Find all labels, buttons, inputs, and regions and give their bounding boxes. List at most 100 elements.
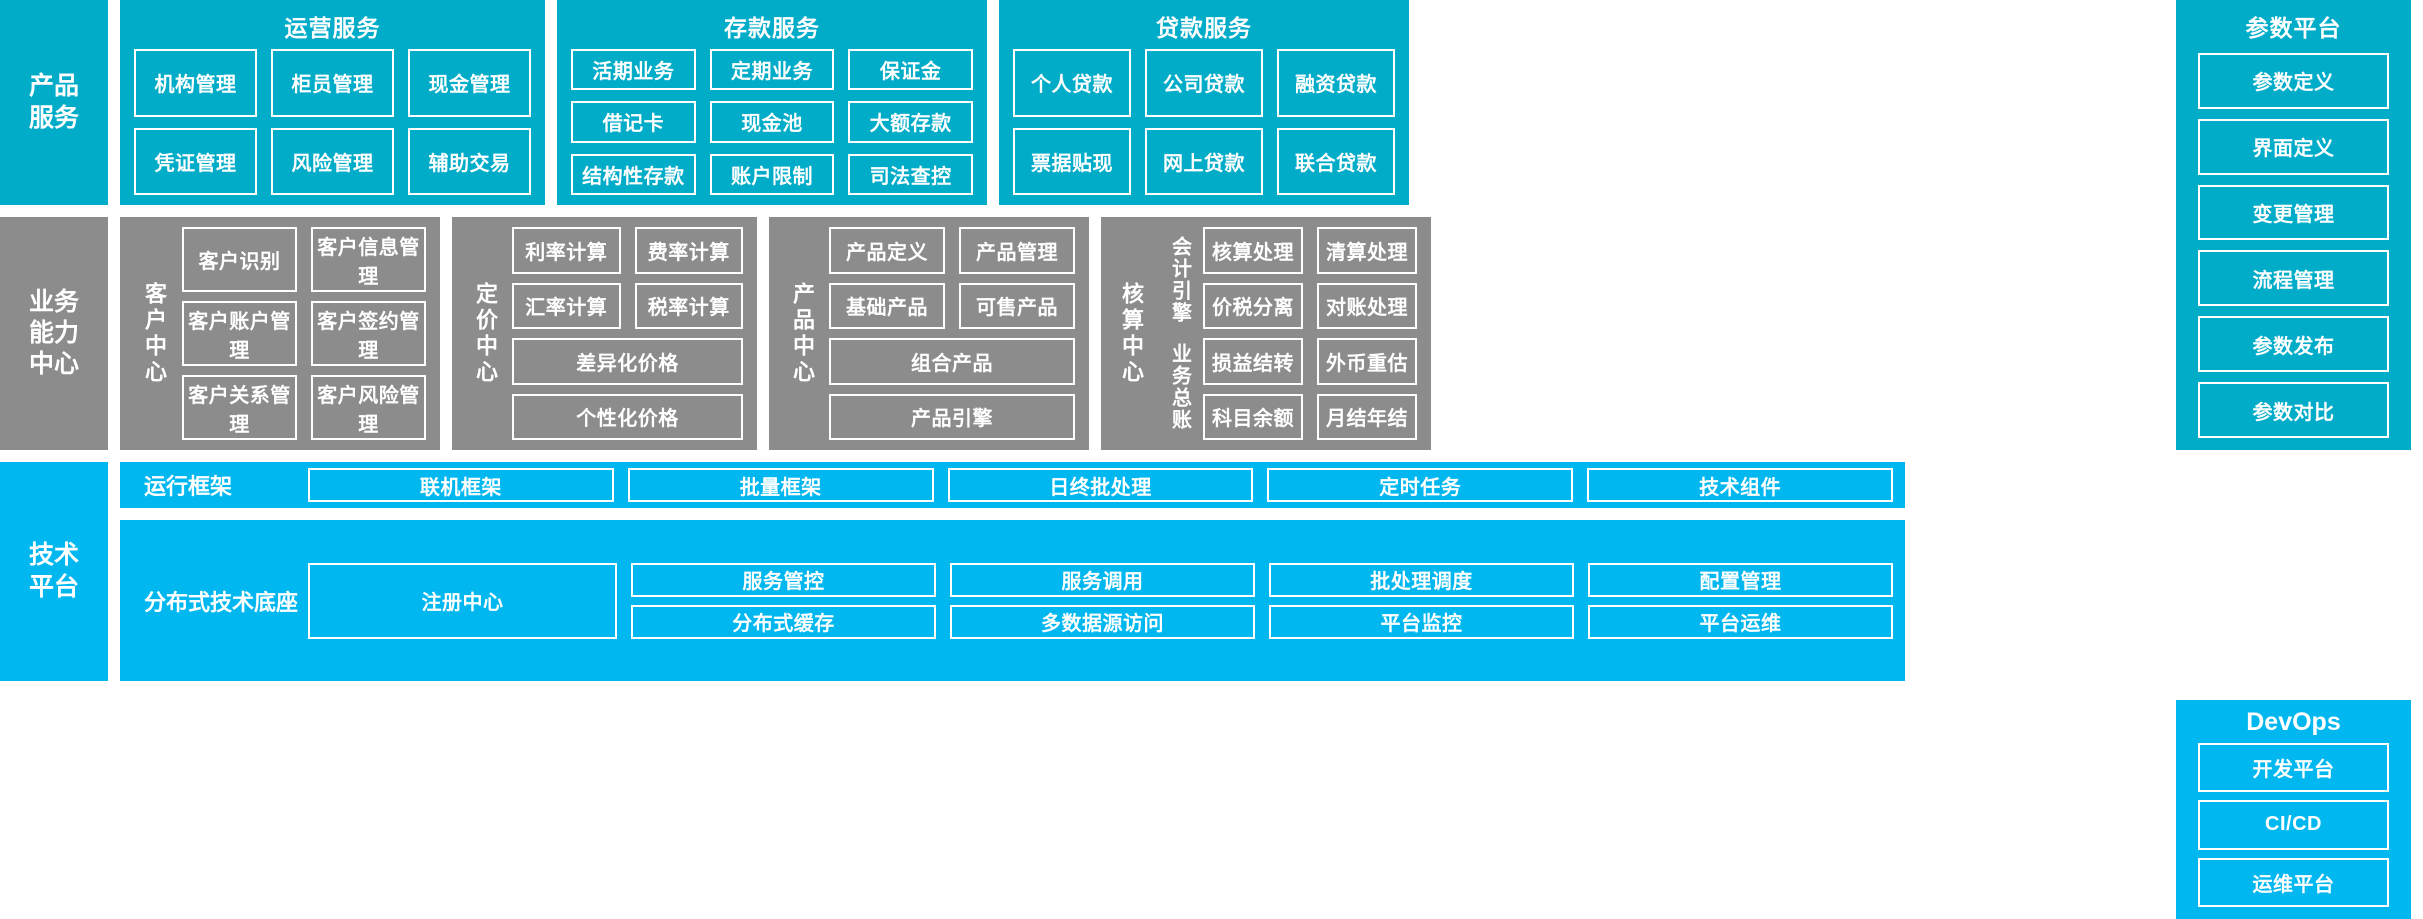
- tile-exchange-rate-calculation[interactable]: 汇率计算: [512, 282, 621, 329]
- group-accounting-center: 核算中心 会计引擎 业务总账 核算处理 清算处理 价税分离: [1101, 217, 1431, 450]
- tile-end-of-day-batch[interactable]: 日终批处理: [947, 468, 1254, 502]
- main-column: 产品服务 运营服务 机构管理 柜员管理 现金管理 凭证管理 风险管理 辅助交易: [0, 0, 2164, 681]
- tile-interest-rate-calculation[interactable]: 利率计算: [512, 227, 621, 274]
- group-label-pricing-center: 定价中心: [473, 281, 498, 386]
- tile-foreign-currency-revaluation[interactable]: 外币重估: [1317, 338, 1417, 385]
- tile-margin-deposit[interactable]: 保证金: [848, 49, 974, 91]
- tile-grid: 开发平台 CI/CD 运维平台: [2198, 743, 2389, 907]
- tile-customer-contract-management[interactable]: 客户签约管理: [311, 301, 426, 366]
- tile-personalized-pricing[interactable]: 个性化价格: [512, 393, 743, 440]
- column-parameter-platform: 参数平台 参数定义 界面定义 变更管理 流程管理 参数发布 参数对比: [2176, 0, 2411, 450]
- tile-reconciliation-processing[interactable]: 对账处理: [1317, 282, 1417, 329]
- tile-corporate-loan[interactable]: 公司贷款: [1145, 49, 1263, 117]
- tile-online-loan[interactable]: 网上贷款: [1145, 127, 1263, 195]
- tile-judicial-inquiry-control[interactable]: 司法查控: [848, 153, 974, 195]
- tile-parameter-release[interactable]: 参数发布: [2198, 316, 2389, 373]
- tile-column: 批处理调度 平台监控: [1269, 562, 1574, 639]
- tile-online-framework[interactable]: 联机框架: [308, 468, 614, 502]
- tile-parameter-definition[interactable]: 参数定义: [2198, 53, 2389, 109]
- tile-teller-management[interactable]: 柜员管理: [271, 49, 394, 117]
- tile-process-management[interactable]: 流程管理: [2198, 250, 2389, 307]
- group-operations-services: 运营服务 机构管理 柜员管理 现金管理 凭证管理 风险管理 辅助交易: [120, 0, 545, 205]
- column-devops: DevOps 开发平台 CI/CD 运维平台: [2176, 700, 2411, 919]
- tile-row: 客户关系管理 客户风险管理: [182, 375, 426, 440]
- tile-cash-management[interactable]: 现金管理: [408, 49, 531, 117]
- tile-financing-loan[interactable]: 融资贷款: [1277, 49, 1395, 117]
- tile-time-deposit[interactable]: 定期业务: [709, 49, 835, 91]
- tile-tax-rate-calculation[interactable]: 税率计算: [634, 282, 743, 329]
- tile-product-management[interactable]: 产品管理: [959, 227, 1075, 274]
- tile-row: 产品引擎: [829, 393, 1075, 440]
- tile-account-restriction[interactable]: 账户限制: [709, 153, 835, 195]
- tile-platform-monitoring[interactable]: 平台监控: [1269, 604, 1574, 639]
- tile-development-platform[interactable]: 开发平台: [2198, 743, 2389, 793]
- spacer: [545, 0, 557, 205]
- tile-differentiated-pricing[interactable]: 差异化价格: [512, 338, 743, 385]
- tile-demand-deposit[interactable]: 活期业务: [571, 49, 696, 91]
- group-loan-services: 贷款服务 个人贷款 公司贷款 融资贷款 票据贴现 网上贷款 联合贷款: [999, 0, 1409, 205]
- tile-row: 利率计算 费率计算: [512, 227, 743, 274]
- tile-institution-management[interactable]: 机构管理: [134, 49, 257, 117]
- group-inner: 产品中心 产品定义 产品管理 基础产品 可售产品 组合产品: [769, 227, 1089, 440]
- tile-voucher-management[interactable]: 凭证管理: [134, 127, 257, 195]
- tile-row: 价税分离 对账处理: [1203, 282, 1417, 329]
- tile-operations-platform[interactable]: 运维平台: [2198, 857, 2389, 907]
- tile-technical-components[interactable]: 技术组件: [1587, 468, 1893, 502]
- spacer: [1431, 217, 1443, 450]
- tile-risk-management[interactable]: 风险管理: [271, 127, 394, 195]
- group-label-customer-center: 客户中心: [142, 281, 167, 386]
- tile-cash-pool[interactable]: 现金池: [709, 101, 835, 143]
- tile-interface-definition[interactable]: 界面定义: [2198, 118, 2389, 175]
- tile-accounting-processing[interactable]: 核算处理: [1203, 227, 1303, 274]
- accounting-sub-labels: 会计引擎 业务总账: [1157, 227, 1203, 440]
- tile-bill-discount[interactable]: 票据贴现: [1013, 127, 1131, 195]
- tile-customer-risk-management[interactable]: 客户风险管理: [311, 375, 426, 440]
- tile-sellable-product[interactable]: 可售产品: [959, 282, 1075, 329]
- tile-syndicated-loan[interactable]: 联合贷款: [1277, 127, 1395, 195]
- tile-grid: 活期业务 定期业务 保证金 借记卡 现金池 大额存款 结构性存款 账户限制 司法…: [557, 49, 987, 205]
- tile-scheduled-task[interactable]: 定时任务: [1267, 468, 1574, 502]
- tile-batch-scheduling[interactable]: 批处理调度: [1269, 562, 1574, 597]
- tile-row: 核算处理 清算处理: [1203, 227, 1417, 274]
- tile-fee-rate-calculation[interactable]: 费率计算: [634, 227, 743, 274]
- tile-platform-operations[interactable]: 平台运维: [1588, 604, 1893, 639]
- group-label-product-center: 产品中心: [790, 281, 815, 386]
- tile-change-management[interactable]: 变更管理: [2198, 184, 2389, 241]
- group-label-accounting-engine: 会计引擎: [1168, 236, 1191, 325]
- tile-row: 联机框架 批量框架 日终批处理 定时任务 技术组件: [308, 468, 1893, 502]
- tile-customer-relationship-management[interactable]: 客户关系管理: [182, 375, 297, 440]
- band-label-technology-platform: 技术平台: [0, 462, 108, 681]
- tile-product-engine[interactable]: 产品引擎: [829, 393, 1075, 440]
- tile-debit-card[interactable]: 借记卡: [571, 101, 696, 143]
- tile-service-invocation[interactable]: 服务调用: [950, 562, 1255, 597]
- tile-basic-product[interactable]: 基础产品: [829, 282, 945, 329]
- tile-parameter-comparison[interactable]: 参数对比: [2198, 382, 2389, 438]
- tile-customer-info-management[interactable]: 客户信息管理: [311, 227, 426, 292]
- tile-product-definition[interactable]: 产品定义: [829, 227, 945, 274]
- tile-registry-center[interactable]: 注册中心: [308, 562, 617, 639]
- tile-structured-deposit[interactable]: 结构性存款: [571, 153, 696, 195]
- tile-price-tax-separation[interactable]: 价税分离: [1203, 282, 1303, 329]
- tile-customer-account-management[interactable]: 客户账户管理: [182, 301, 297, 366]
- tile-configuration-management[interactable]: 配置管理: [1588, 562, 1893, 597]
- tile-auxiliary-transaction[interactable]: 辅助交易: [408, 127, 531, 195]
- tile-bundled-product[interactable]: 组合产品: [829, 338, 1075, 385]
- tile-customer-identification[interactable]: 客户识别: [182, 227, 297, 292]
- tile-month-year-end-close[interactable]: 月结年结: [1317, 393, 1417, 440]
- tile-personal-loan[interactable]: 个人贷款: [1013, 49, 1131, 117]
- tile-large-deposit[interactable]: 大额存款: [848, 101, 974, 143]
- tile-ci-cd[interactable]: CI/CD: [2198, 800, 2389, 850]
- tile-profit-loss-carryover[interactable]: 损益结转: [1203, 338, 1303, 385]
- tile-account-balance[interactable]: 科目余额: [1203, 393, 1303, 440]
- band-business-capability-center: 业务能力中心 客户中心 客户识别 客户信息管理 客户账户管理 客户签约管理: [0, 217, 2164, 450]
- tile-settlement-processing[interactable]: 清算处理: [1317, 227, 1417, 274]
- band-label-product-services: 产品服务: [0, 0, 108, 205]
- spacer: [108, 0, 120, 205]
- tile-row: 凭证管理 风险管理 辅助交易: [134, 127, 531, 195]
- tile-batch-framework[interactable]: 批量框架: [627, 468, 934, 502]
- tile-service-governance[interactable]: 服务管控: [631, 562, 936, 597]
- spacer: [1409, 0, 1421, 205]
- group-title-operations-services: 运营服务: [284, 15, 381, 41]
- tile-distributed-cache[interactable]: 分布式缓存: [631, 604, 936, 639]
- tile-multi-datasource-access[interactable]: 多数据源访问: [950, 604, 1255, 639]
